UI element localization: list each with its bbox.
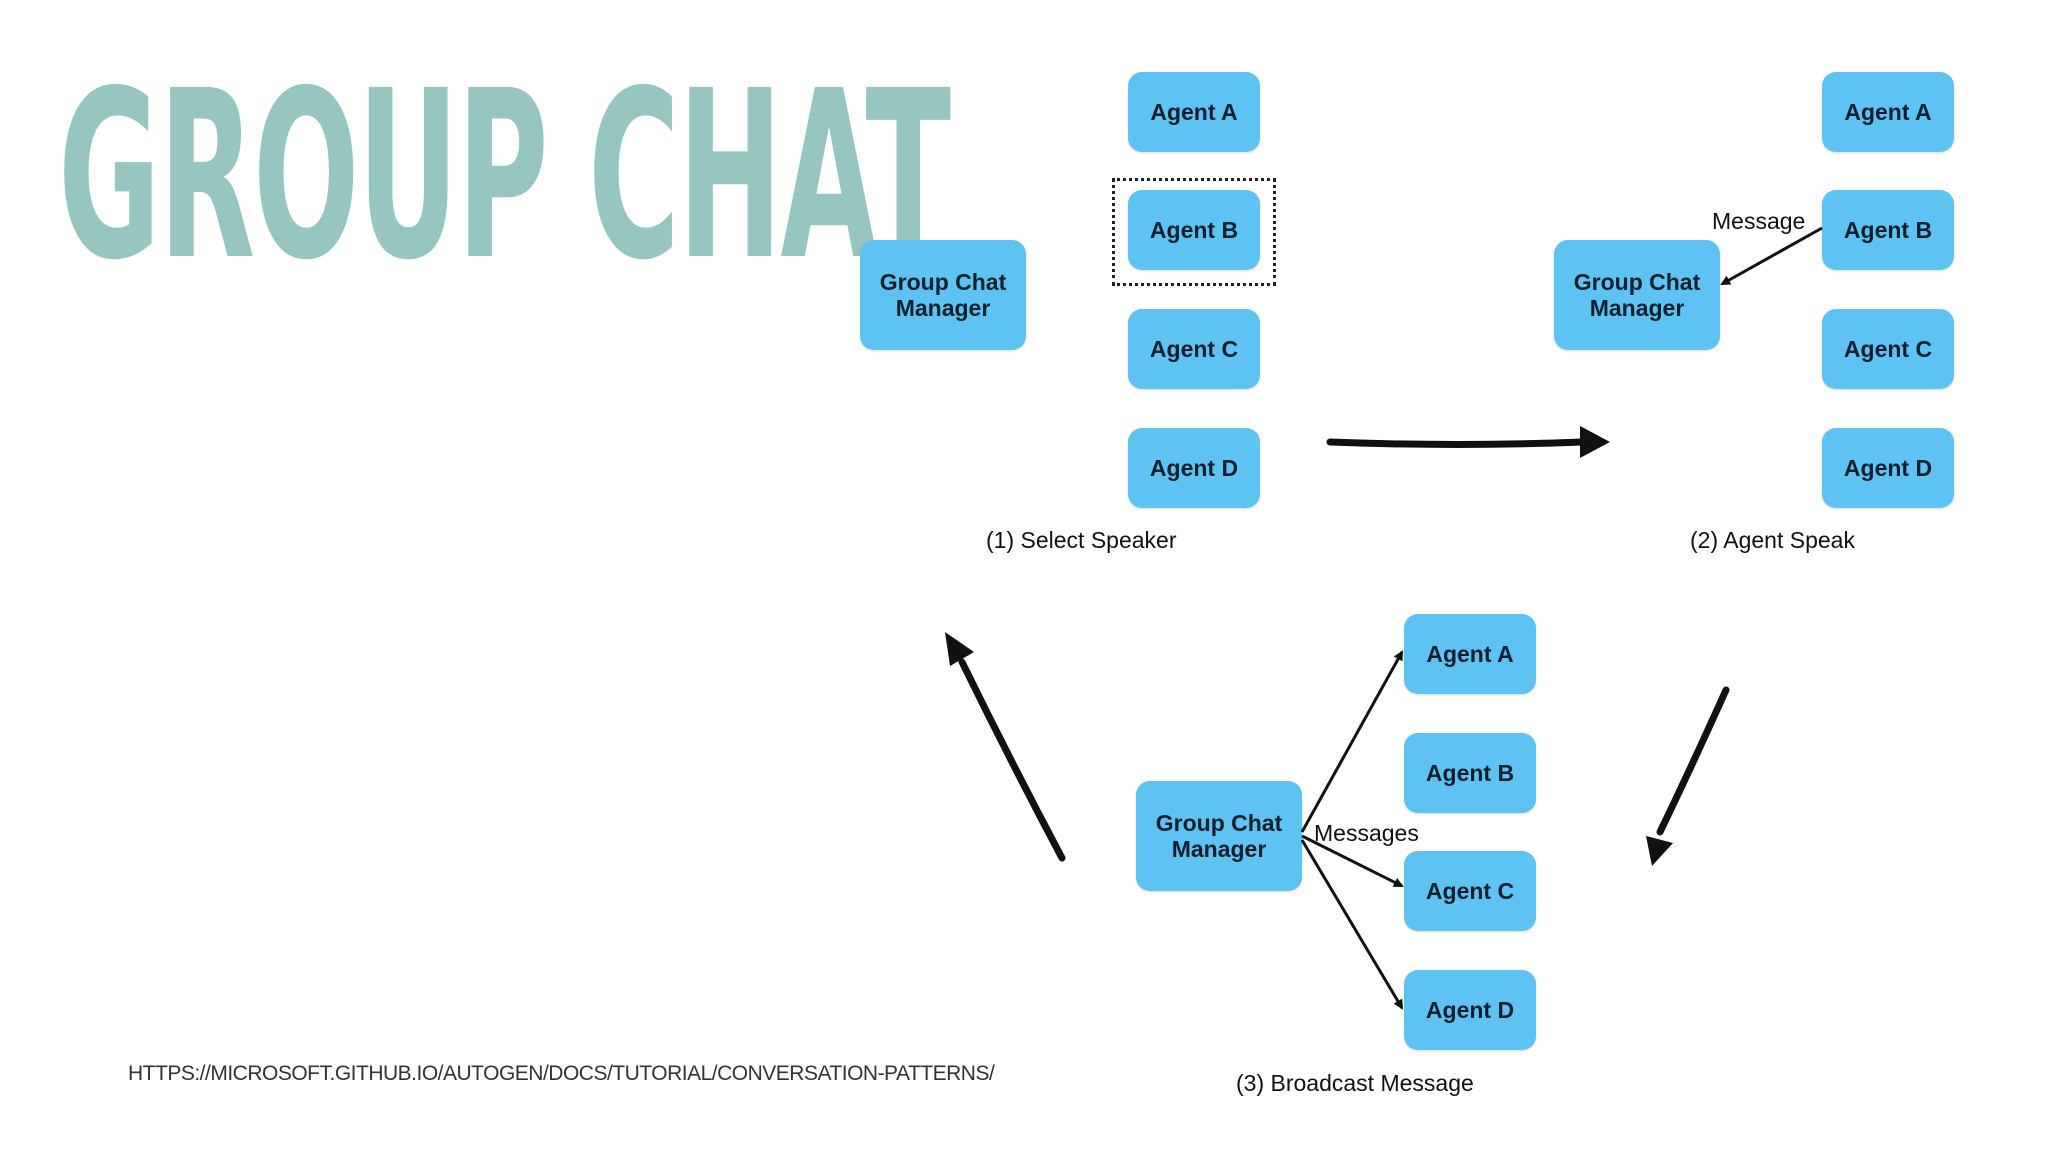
- step2-agent-b: Agent B: [1822, 190, 1954, 270]
- step1-agent-a: Agent A: [1128, 72, 1260, 152]
- message-arrow: [1720, 226, 1823, 286]
- step3-group-chat-manager: Group Chat Manager: [1136, 781, 1302, 891]
- step1-agent-d: Agent D: [1128, 428, 1260, 508]
- step2-agent-d: Agent D: [1822, 428, 1954, 508]
- step3-agent-c: Agent C: [1404, 851, 1536, 931]
- broadcast-arrow-c: [1301, 834, 1404, 888]
- step3-agent-b: Agent B: [1404, 733, 1536, 813]
- step2-caption: (2) Agent Speak: [1690, 527, 1855, 553]
- selected-speaker-highlight: [1112, 178, 1276, 286]
- step1-agent-b: Agent B: [1128, 190, 1260, 270]
- step3-messages-label: Messages: [1314, 820, 1419, 846]
- step1-group-chat-manager: Group Chat Manager: [860, 240, 1026, 350]
- step2-group-chat-manager: Group Chat Manager: [1554, 240, 1720, 350]
- broadcast-arrow-a: [1300, 650, 1404, 833]
- step2-agent-a: Agent A: [1822, 72, 1954, 152]
- step3-agent-a: Agent A: [1404, 614, 1536, 694]
- step2-message-label: Message: [1712, 208, 1806, 234]
- step1-caption: (1) Select Speaker: [986, 527, 1177, 553]
- cycle-arrow-3-to-1: [945, 632, 1066, 862]
- step2-agent-c: Agent C: [1822, 309, 1954, 389]
- step3-agent-d: Agent D: [1404, 970, 1536, 1050]
- cycle-arrow-1-to-2: [1326, 426, 1610, 458]
- step3-caption: (3) Broadcast Message: [1236, 1070, 1474, 1096]
- broadcast-arrow-d: [1300, 839, 1404, 1010]
- source-url[interactable]: HTTPS://MICROSOFT.GITHUB.IO/AUTOGEN/DOCS…: [128, 1062, 995, 1085]
- slide-title: GROUP CHAT: [58, 41, 951, 311]
- step1-agent-c: Agent C: [1128, 309, 1260, 389]
- cycle-arrow-2-to-3: [1646, 686, 1730, 866]
